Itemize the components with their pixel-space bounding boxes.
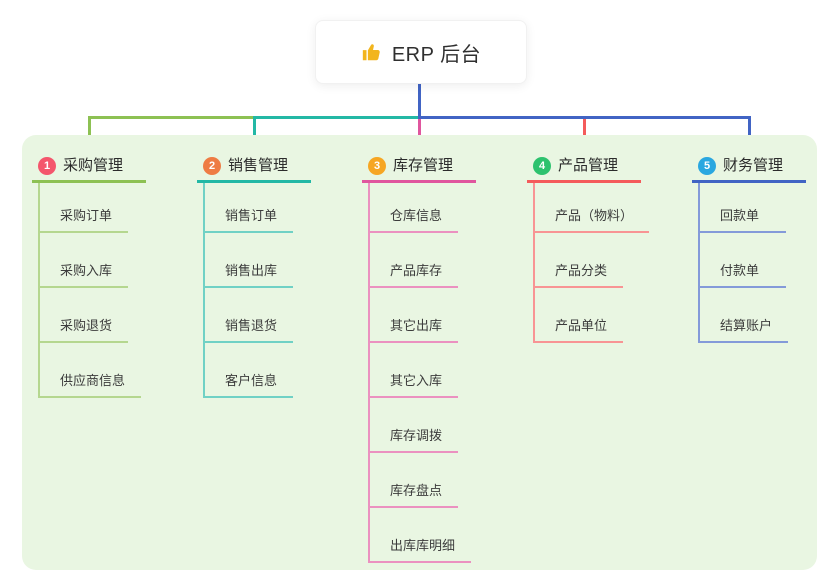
- branch-items: 仓库信息产品库存其它出库其它入库库存调拨库存盘点出库库明细: [368, 183, 476, 563]
- branch-title: 产品管理: [558, 157, 619, 174]
- node-label: 产品库存: [390, 263, 443, 278]
- node-label: 其它入库: [390, 373, 443, 388]
- mindmap-node[interactable]: 采购退货: [40, 288, 129, 343]
- mindmap-node[interactable]: 出库库明细: [370, 508, 472, 563]
- mindmap-node[interactable]: 采购订单: [40, 183, 129, 233]
- node-label: 销售退货: [225, 318, 278, 333]
- branch-title: 销售管理: [228, 157, 289, 174]
- branches-panel: 1 采购管理 采购订单采购入库采购退货供应商信息 2 销售管理 销售订单销售出库…: [22, 135, 817, 570]
- mindmap-node[interactable]: 销售退货: [205, 288, 294, 343]
- node-label: 销售订单: [225, 208, 278, 223]
- mindmap-node[interactable]: 仓库信息: [370, 183, 459, 233]
- branch-header[interactable]: 5 财务管理: [692, 135, 806, 183]
- branch-title: 采购管理: [63, 157, 124, 174]
- mindmap-node[interactable]: 采购入库: [40, 233, 129, 288]
- branch-header[interactable]: 4 产品管理: [527, 135, 641, 183]
- node-label: 产品（物料）: [555, 208, 634, 223]
- mindmap-node[interactable]: 库存盘点: [370, 453, 459, 508]
- mindmap-node[interactable]: 产品（物料）: [535, 183, 650, 233]
- branch-column: 2 销售管理 销售订单销售出库销售退货客户信息: [197, 135, 311, 398]
- node-label: 仓库信息: [390, 208, 443, 223]
- node-label: 采购退货: [60, 318, 113, 333]
- branch-number-badge: 5: [698, 157, 716, 175]
- mindmap-node[interactable]: 供应商信息: [40, 343, 142, 398]
- node-label: 回款单: [720, 208, 760, 223]
- branch-header[interactable]: 3 库存管理: [362, 135, 476, 183]
- mindmap-node[interactable]: 销售订单: [205, 183, 294, 233]
- branch-header[interactable]: 1 采购管理: [32, 135, 146, 183]
- node-label: 采购订单: [60, 208, 113, 223]
- mindmap-node[interactable]: 销售出库: [205, 233, 294, 288]
- node-label: 出库库明细: [390, 538, 456, 553]
- root-node-title: ERP 后台: [391, 43, 482, 66]
- node-label: 结算账户: [720, 318, 773, 333]
- branch-items: 产品（物料） 产品分类产品单位: [533, 183, 650, 343]
- branch-number-badge: 1: [38, 157, 56, 175]
- branch-column: 1 采购管理 采购订单采购入库采购退货供应商信息: [32, 135, 146, 398]
- mindmap-node[interactable]: 产品单位: [535, 288, 624, 343]
- branch-items: 销售订单销售出库销售退货客户信息: [203, 183, 311, 398]
- branch-column: 3 库存管理 仓库信息产品库存其它出库其它入库库存调拨库存盘点出库库明细: [362, 135, 476, 563]
- node-label: 付款单: [720, 263, 760, 278]
- mindmap-node[interactable]: 付款单: [700, 233, 786, 288]
- thumbs-up-icon: [361, 41, 383, 63]
- mindmap-node[interactable]: 结算账户: [700, 288, 789, 343]
- mindmap-node[interactable]: 其它入库: [370, 343, 459, 398]
- node-label: 库存调拨: [390, 428, 443, 443]
- node-label: 采购入库: [60, 263, 113, 278]
- node-label: 库存盘点: [390, 483, 443, 498]
- branch-items: 回款单付款单结算账户: [698, 183, 806, 343]
- node-label: 其它出库: [390, 318, 443, 333]
- mindmap-node[interactable]: 库存调拨: [370, 398, 459, 453]
- mindmap-node[interactable]: 其它出库: [370, 288, 459, 343]
- node-label: 销售出库: [225, 263, 278, 278]
- node-label: 客户信息: [225, 373, 278, 388]
- node-label: 供应商信息: [60, 373, 126, 388]
- mindmap-node[interactable]: 产品库存: [370, 233, 459, 288]
- branch-header[interactable]: 2 销售管理: [197, 135, 311, 183]
- branch-items: 采购订单采购入库采购退货供应商信息: [38, 183, 146, 398]
- branch-number-badge: 2: [203, 157, 221, 175]
- branch-column: 5 财务管理 回款单付款单结算账户: [692, 135, 806, 343]
- node-label: 产品单位: [555, 318, 608, 333]
- branch-number-badge: 4: [533, 157, 551, 175]
- branch-column: 4 产品管理 产品（物料） 产品分类产品单位: [527, 135, 650, 343]
- mindmap-node[interactable]: 回款单: [700, 183, 786, 233]
- mindmap-node[interactable]: 客户信息: [205, 343, 294, 398]
- mindmap-node[interactable]: 产品分类: [535, 233, 624, 288]
- root-node[interactable]: ERP 后台: [315, 20, 527, 84]
- branch-title: 库存管理: [393, 157, 454, 174]
- branch-title: 财务管理: [723, 157, 784, 174]
- branch-number-badge: 3: [368, 157, 386, 175]
- node-label: 产品分类: [555, 263, 608, 278]
